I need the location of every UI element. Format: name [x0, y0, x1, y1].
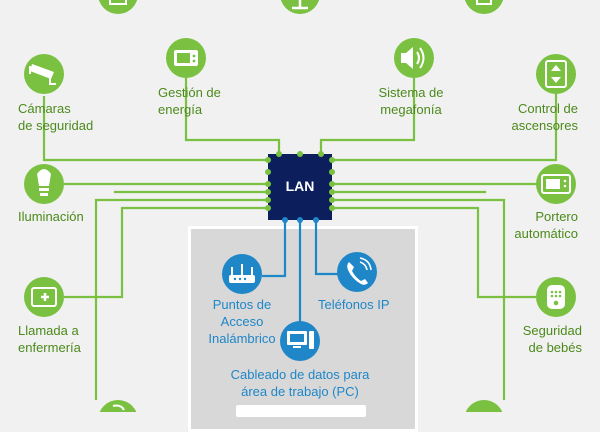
- bottom-left-node: [99, 400, 137, 412]
- network-diagram: [42, 0, 558, 400]
- connector-enfermeria: [64, 206, 268, 299]
- connector-ascensores: [332, 94, 558, 162]
- connector-wifi: [262, 222, 287, 278]
- label-megafonia: Sistema de megafonía: [378, 85, 444, 117]
- label-iluminacion: Iluminación: [18, 209, 84, 224]
- baby-monitor-icon: [536, 277, 576, 317]
- diagram-overlay: [24, 0, 576, 412]
- connector-gestion: [184, 78, 281, 154]
- label-wifi: Puntos de Acceso Inalámbrico: [208, 297, 276, 346]
- connector-left-bottom: [94, 198, 268, 400]
- label-bebes: Seguridad de bebés: [522, 323, 582, 355]
- label-pc: Cableado de datos para área de trabajo (…: [230, 367, 370, 399]
- label-gestion: Gestión de energía: [158, 85, 221, 117]
- speaker-icon: [394, 38, 434, 78]
- label-telefonos: Teléfonos IP: [318, 297, 390, 312]
- top-right-node: [464, 0, 504, 14]
- connector-megafonia: [319, 78, 416, 154]
- label-portero: Portero automático: [514, 209, 578, 241]
- label-ascensores: Control de ascensores: [511, 101, 578, 133]
- top-center-node: [280, 0, 320, 14]
- microwave-icon: [166, 38, 206, 78]
- label-enfermeria: Llamada a enfermería: [18, 323, 81, 355]
- connector-telefonos: [314, 222, 340, 276]
- elevator-icon: [536, 54, 576, 94]
- wifi-router-icon: [222, 254, 262, 294]
- lan-chip: [265, 151, 335, 223]
- intercom-icon: [536, 164, 576, 204]
- label-camaras: Cámaras de seguridad: [18, 101, 94, 133]
- connector-camaras: [42, 96, 268, 162]
- bottom-right-node: [465, 400, 503, 412]
- nurse-call-icon: [24, 277, 64, 317]
- top-left-node: [98, 0, 138, 14]
- light-bulb-icon: [24, 164, 64, 204]
- connector-right-bottom: [332, 198, 506, 400]
- phone-icon: [337, 252, 377, 292]
- computer-icon: [280, 321, 320, 361]
- lan-label: LAN: [285, 178, 315, 194]
- connector-bebes: [332, 206, 536, 299]
- security-camera-icon: [24, 54, 64, 94]
